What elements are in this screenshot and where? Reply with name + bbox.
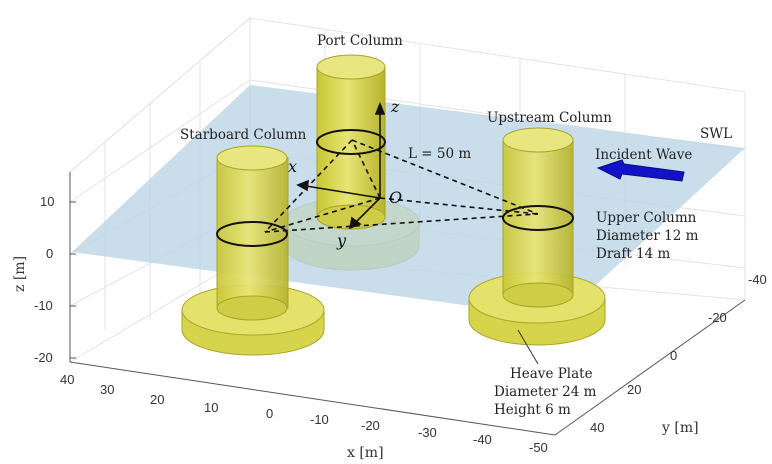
coordinate-system [296,101,386,230]
x-tick: 0 [266,406,273,421]
y-tick: 20 [627,382,641,397]
incident-wave-arrow [596,159,685,182]
port-column [316,54,386,230]
y-tick: 40 [590,420,604,435]
y-axis-symbol: y [336,231,347,250]
y-tick: -40 [748,272,767,287]
z-tick: -20 [34,350,53,365]
x-tick: -30 [418,425,437,440]
axis-frame [69,172,746,436]
y-tick: -20 [708,310,727,325]
z-tick: 0 [46,246,53,261]
z-tick: 10 [40,194,54,209]
x-tick: 40 [60,372,74,387]
heave-plate-label-3: Height 6 m [494,402,571,418]
x-tick: 10 [204,400,218,415]
x-tick: -10 [310,412,329,427]
starboard-column-label: Starboard Column [180,127,307,143]
x-axis-symbol: x [288,157,297,176]
x-tick: -40 [473,432,492,447]
y-tick: 0 [670,348,677,363]
z-axis-symbol: z [390,97,400,116]
y-axis-label: y [m] [661,420,699,436]
upper-column-label-3: Draft 14 m [596,246,671,262]
origin-symbol: O [389,188,402,207]
incident-wave-label: Incident Wave [595,147,692,163]
heave-plate-label-1: Heave Plate [510,366,593,382]
upstream-column-label: Upstream Column [487,110,612,126]
swl-label: SWL [700,126,732,142]
heave-plate-label-2: Diameter 24 m [494,384,597,400]
z-tick: -10 [34,298,53,313]
x-tick: -20 [361,418,380,433]
x-tick: -50 [529,440,548,455]
starboard-column [216,145,289,321]
z-axis-label: z [m] [12,256,28,292]
x-tick: 30 [100,382,114,397]
upper-column-label-2: Diameter 12 m [596,228,699,244]
heave-plate-leader [517,329,539,365]
x-axis-label: x [m] [347,445,384,461]
port-column-label: Port Column [317,33,403,49]
upstream-column [502,127,574,308]
upper-column-label-1: Upper Column [596,210,697,226]
length-label: L = 50 m [408,146,471,162]
x-tick: 20 [150,392,164,407]
